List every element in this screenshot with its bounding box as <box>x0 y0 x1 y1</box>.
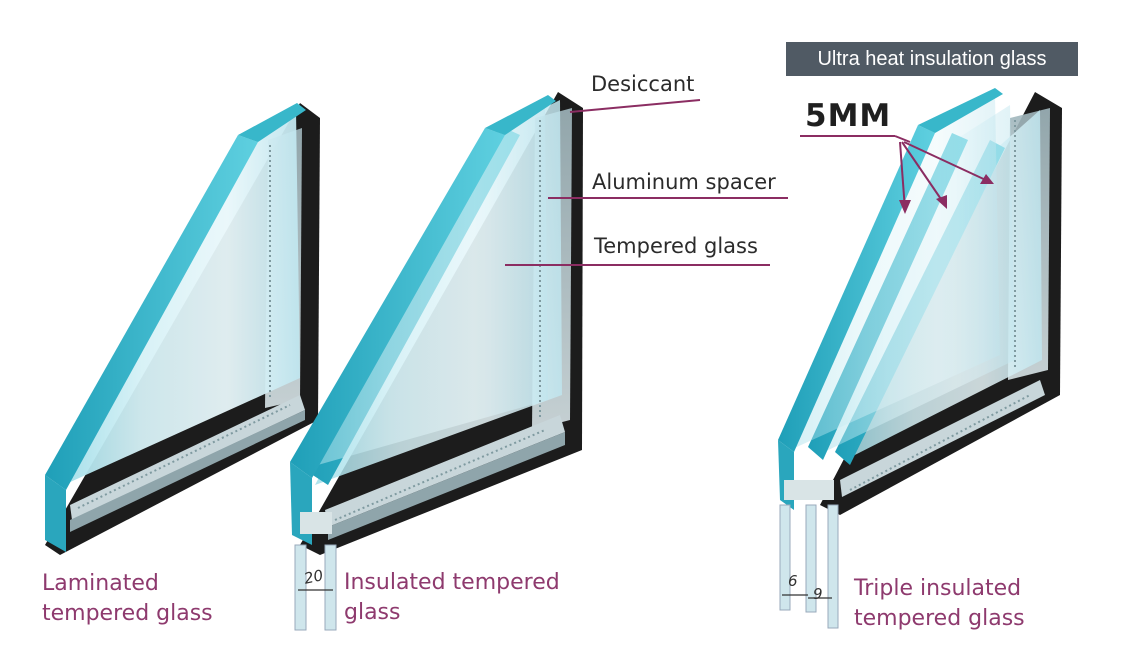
desiccant-leader <box>569 99 701 113</box>
triple-caption-line-1: Triple insulated <box>854 576 1022 601</box>
desiccant-label: Desiccant <box>591 72 695 96</box>
triple-caption-line-2: tempered glass <box>854 606 1025 631</box>
laminated-glass-unit <box>45 103 320 555</box>
mm-leader-horizontal-2 <box>894 135 911 143</box>
triple-gap-dimension-2: 9 <box>813 585 823 603</box>
mm-arrow-3 <box>903 141 991 183</box>
mm-arrow-2 <box>901 141 946 206</box>
thickness-label: 5MM <box>805 98 892 134</box>
mm-arrow-1 <box>899 141 906 211</box>
insulated-caption-line-2: glass <box>344 600 401 625</box>
laminated-caption-line-1: Laminated <box>42 571 159 596</box>
insulated-glass-unit <box>290 92 583 631</box>
leader-lines <box>505 99 991 266</box>
insulated-caption-line-1: Insulated tempered <box>344 570 560 595</box>
triple-gap-dimension-1: 6 <box>788 572 798 590</box>
banner-title: Ultra heat insulation glass <box>786 42 1078 76</box>
triple-glass-unit <box>778 88 1062 629</box>
laminated-caption-line-2: tempered glass <box>42 601 213 626</box>
aluminum-spacer-label: Aluminum spacer <box>592 170 776 194</box>
leader-arrowheads <box>899 174 994 214</box>
tempered-glass-label: Tempered glass <box>594 234 758 258</box>
